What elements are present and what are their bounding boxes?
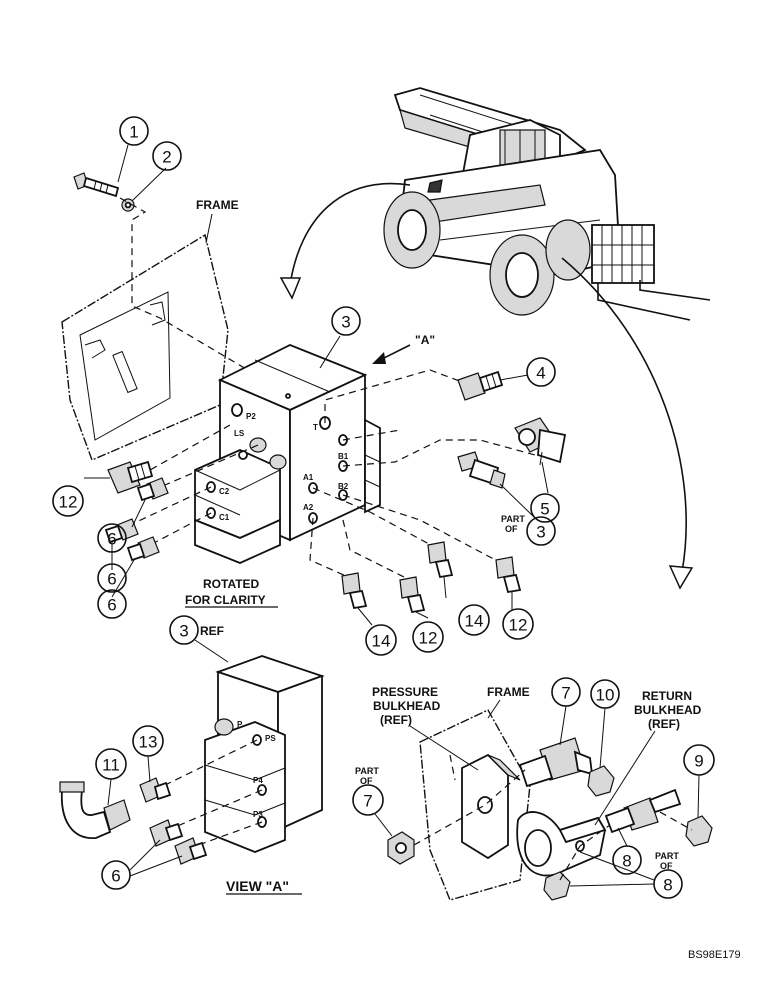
location-arrow-right-head (668, 565, 694, 590)
frame-label-top: FRAME (196, 198, 239, 212)
ref-label-3: REF (200, 624, 224, 638)
port-label-c1: C1 (219, 513, 230, 522)
return-bulkhead-label-1: RETURN (642, 689, 692, 703)
part-of-label-7: PART (355, 766, 379, 776)
fitting-item-6-a (136, 477, 169, 502)
return-bulkhead-bracket (516, 811, 607, 877)
part-of-label-7-of: OF (360, 776, 373, 786)
callout-1: 1 (129, 123, 138, 142)
view-a-arrow-label: "A" (415, 333, 435, 347)
port-label-p4: P4 (253, 776, 263, 785)
fitting-item-12-left (107, 460, 154, 494)
callout-3-part: 3 (536, 523, 545, 542)
return-bulkhead-label-2: BULKHEAD (634, 703, 702, 717)
location-arrow-left-head (279, 277, 302, 300)
fitting-item-12-center (399, 576, 426, 614)
view-a-title: VIEW "A" (226, 878, 289, 894)
callout-12-center: 12 (419, 629, 438, 648)
callout-9: 9 (694, 752, 703, 771)
port-label-c2: C2 (219, 487, 230, 496)
callout-7-top: 7 (561, 684, 570, 703)
callout-12-right: 12 (509, 616, 528, 635)
part-of-label-3: PART (501, 514, 525, 524)
nut-item-8 (543, 871, 571, 901)
fitting-item-12-right (495, 556, 522, 594)
elbow-fitting-item-5 (514, 417, 567, 466)
port-label-t: T (313, 423, 318, 432)
callout-2: 2 (162, 148, 171, 167)
callout-8-b: 8 (663, 876, 672, 895)
pressure-bulkhead-label-2: BULKHEAD (373, 699, 441, 713)
callout-6-view-a: 6 (111, 867, 120, 886)
telehandler-illustration (383, 87, 711, 321)
plug-item-3-part (457, 451, 506, 489)
pressure-bulkhead-label-1: PRESSURE (372, 685, 438, 699)
fitting-item-6-b (104, 518, 139, 544)
port-label-a2: A2 (303, 503, 314, 512)
tee-fitting-item-7 (518, 737, 594, 788)
part-of-label-3-of: OF (505, 524, 518, 534)
location-arrow-left (289, 182, 411, 286)
bolt-item-1 (73, 172, 120, 198)
frame-plate-top (61, 233, 229, 461)
callout-11: 11 (102, 756, 120, 775)
fitting-item-6-c (126, 536, 160, 562)
port-label-b1: B1 (338, 452, 349, 461)
callout-6-c: 6 (107, 596, 116, 615)
callout-8-a: 8 (622, 852, 631, 871)
fitting-item-6-view-a1 (149, 819, 184, 847)
callout-6-b: 6 (107, 570, 116, 589)
port-label-ls: LS (234, 429, 245, 438)
callout-13: 13 (139, 733, 158, 752)
elbow-fitting-item-11 (59, 781, 131, 839)
port-label-p3: P3 (253, 810, 263, 819)
pressure-bulkhead-bracket (461, 753, 521, 860)
fitting-item-14-right (427, 541, 454, 579)
part-of-label-8: PART (655, 851, 679, 861)
location-arrow-right (561, 257, 687, 573)
bolt-path-line (119, 197, 291, 396)
for-clarity-label: FOR CLARITY (185, 593, 266, 607)
callout-7-part: 7 (363, 792, 372, 811)
callout-3-ref: 3 (179, 622, 188, 641)
fitting-item-6-view-a2 (174, 837, 208, 865)
valve-block-view-a (204, 655, 325, 853)
port-label-ps: PS (265, 734, 276, 743)
pressure-bulkhead-label-3: (REF) (380, 713, 412, 727)
fitting-item-14-left (341, 572, 368, 610)
frame-label-bottom: FRAME (487, 685, 530, 699)
callout-3-valve: 3 (341, 313, 350, 332)
return-bulkhead-label-3: (REF) (648, 717, 680, 731)
callout-14-left: 14 (372, 632, 391, 651)
view-a-arrow-line (379, 344, 411, 361)
port-label-p: P (237, 720, 243, 729)
nut-item-9 (685, 815, 713, 847)
nut-item-10 (587, 765, 615, 797)
view-a-arrow-head (372, 352, 386, 364)
callout-12-left: 12 (59, 493, 78, 512)
fitting-item-13 (139, 777, 172, 803)
fitting-item-4 (457, 370, 504, 401)
callout-5: 5 (540, 500, 549, 519)
port-label-p2: P2 (246, 412, 256, 421)
rotated-label: ROTATED (203, 577, 260, 591)
tee-fitting-item-9-side (604, 788, 682, 834)
part-of-label-8-of: OF (660, 861, 673, 871)
callout-4: 4 (536, 364, 545, 383)
frame-leader-top (205, 213, 213, 244)
callout-10: 10 (596, 686, 615, 705)
port-label-b2: B2 (338, 482, 349, 491)
figure-code: BS98E179 (688, 949, 741, 961)
port-label-a1: A1 (303, 473, 314, 482)
callout-6-a: 6 (107, 530, 116, 549)
valve-block-main (194, 344, 381, 564)
callout-14-right: 14 (465, 612, 484, 631)
